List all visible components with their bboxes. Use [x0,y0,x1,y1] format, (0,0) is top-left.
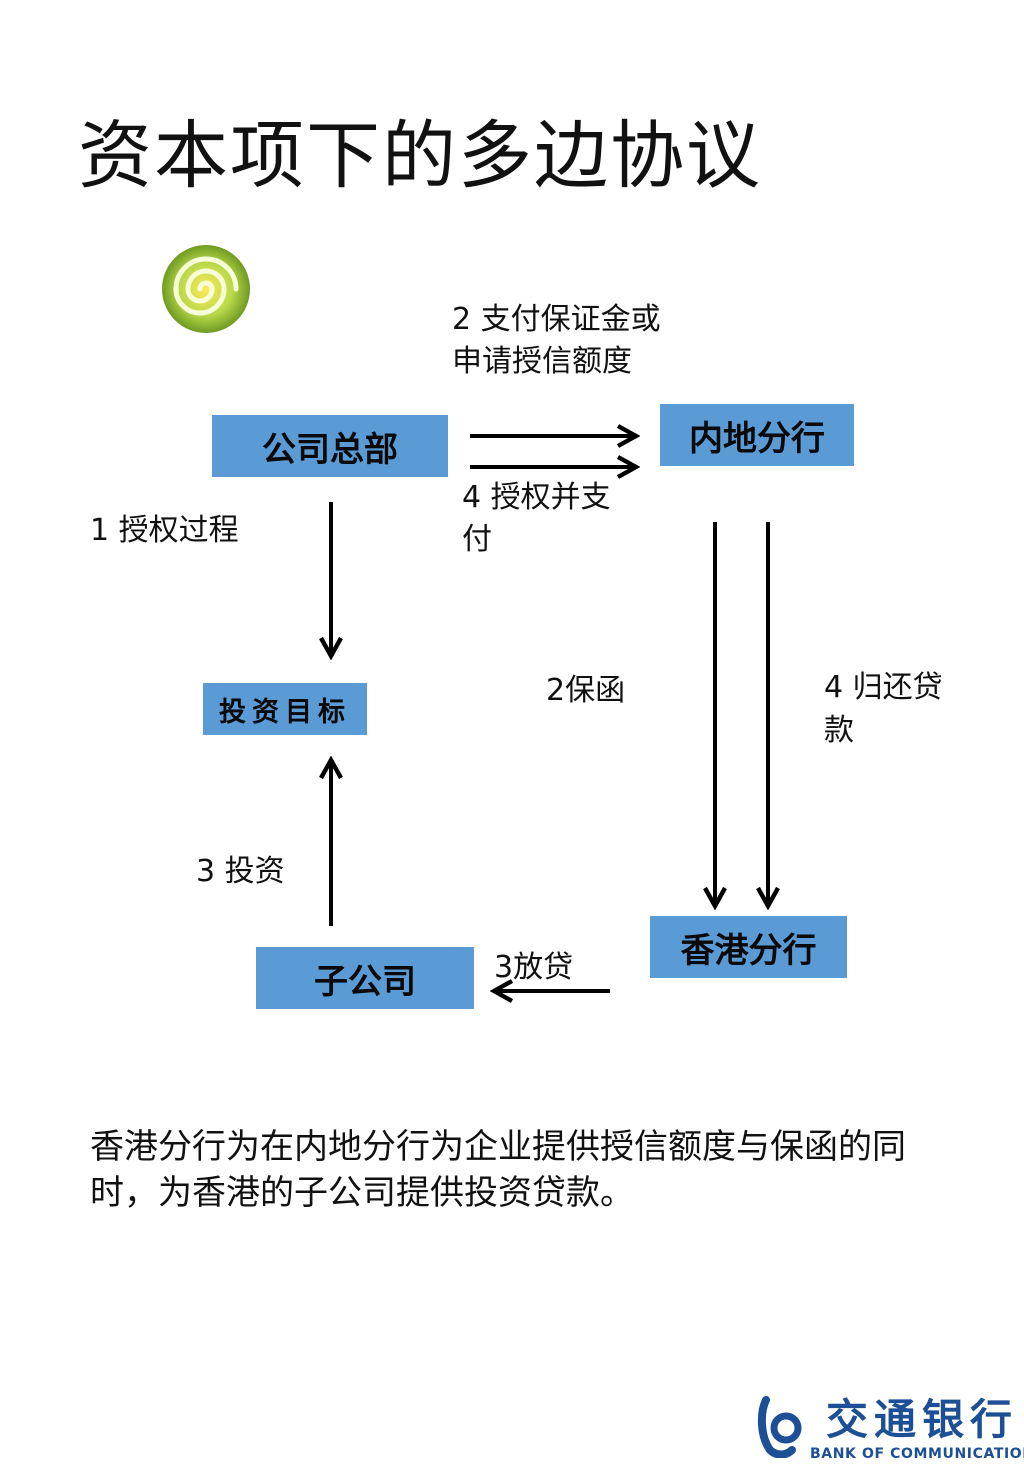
label-guarantee: 2保函 [546,673,626,708]
node-investment-target: 投资目标 [203,683,367,735]
summary-note: 香港分行为在内地分行为企业提供授信额度与保函的同时，为香港的子公司提供投资贷款。 [90,1127,906,1213]
node-mainland-branch: 内地分行 [660,404,854,466]
node-hq: 公司总部 [212,415,448,477]
swirl-icon [162,245,250,333]
label-pay-deposit-line2: 申请授信额度 [452,344,632,379]
bank-name-en: BANK OF COMMUNICATIONS [810,1446,1024,1462]
node-hk-branch: 香港分行 [650,916,847,978]
bank-logo-icon [757,1396,802,1458]
label-auth-process: 1 授权过程 [90,513,239,548]
bank-name-cn: 交通银行 [826,1395,1019,1444]
label-authorize-pay-line1: 4 授权并支 [462,480,611,515]
page-title: 资本项下的多边协议 [78,113,762,199]
label-pay-deposit-line1: 2 支付保证金或 [452,302,661,337]
label-repay-line2: 款 [824,713,854,748]
label-repay-line1: 4 归还贷 [824,670,943,705]
node-subsidiary: 子公司 [256,947,474,1009]
label-authorize-pay-line2: 付 [462,522,492,557]
label-lend: 3放贷 [494,950,574,985]
label-invest: 3 投资 [196,854,285,889]
